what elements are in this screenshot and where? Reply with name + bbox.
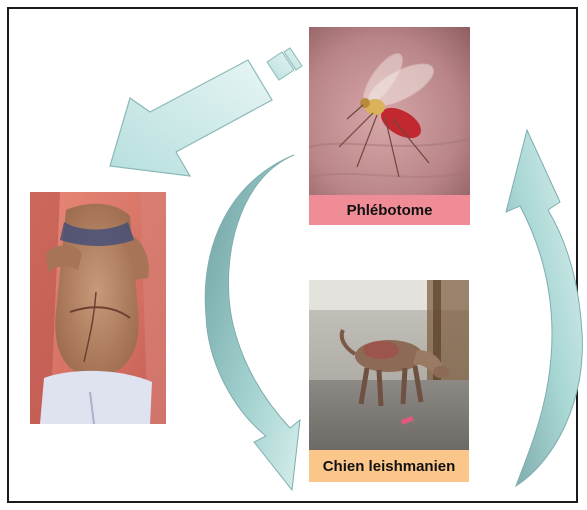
dog-label: Chien leishmanien (309, 450, 469, 482)
arrow-dog-to-sandfly (506, 130, 582, 486)
arrow-sandfly-to-child (110, 48, 302, 176)
arrow-sandfly-to-dog (205, 155, 300, 490)
sandfly-label: Phlébotome (309, 195, 470, 225)
sandfly-photo (309, 27, 470, 195)
child-photo (30, 192, 166, 424)
dog-photo (309, 280, 469, 450)
